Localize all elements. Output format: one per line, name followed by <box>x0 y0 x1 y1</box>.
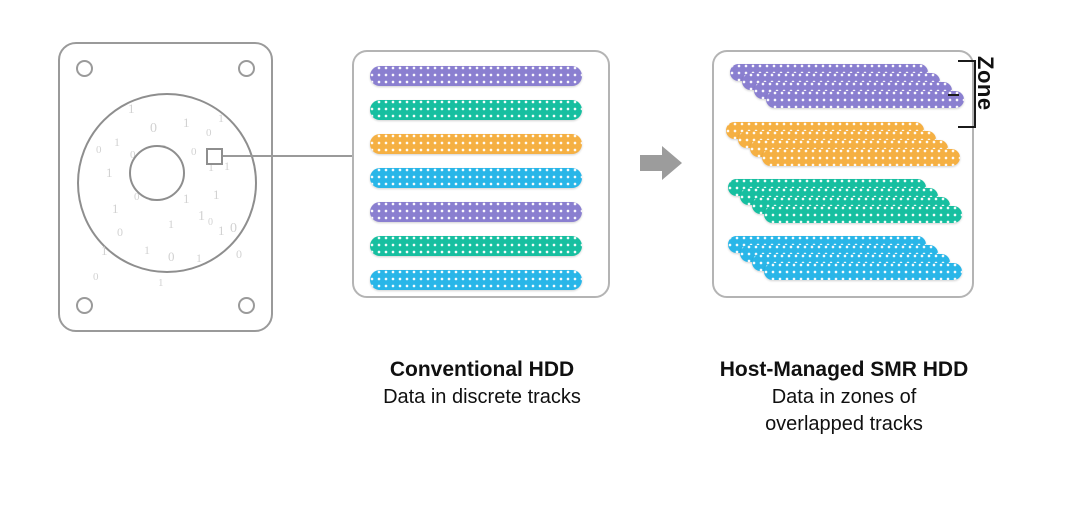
track-orange-1 <box>370 134 582 154</box>
zone-blue-track-4 <box>764 263 962 280</box>
track-teal-1 <box>370 100 582 120</box>
screw-hole-bottom-right <box>238 297 255 314</box>
track-blue-2 <box>370 270 582 290</box>
track-blue-1 <box>370 168 582 188</box>
zone-purple <box>714 52 972 296</box>
smr-hdd-panel <box>712 50 974 298</box>
zone-bracket <box>948 60 976 128</box>
caption-conventional: Conventional HDD Data in discrete tracks <box>332 356 632 411</box>
caption-smr-subtitle-line1: Data in zones of <box>771 386 917 409</box>
transition-arrow <box>640 146 682 180</box>
hard-disk-drive-illustration: 101101001001110011111100101101001 <box>58 42 273 332</box>
zone-bracket-tick <box>948 94 959 96</box>
zone-purple-track-4 <box>766 91 964 108</box>
track-teal-2 <box>370 236 582 256</box>
spindle-hub <box>129 145 185 201</box>
zone-orange-track-4 <box>762 149 960 166</box>
screw-hole-bottom-left <box>76 297 93 314</box>
track-zoom-region <box>206 148 223 165</box>
track-purple-1 <box>370 66 582 86</box>
caption-smr-subtitle-line2: overlapped tracks <box>765 413 923 436</box>
caption-smr: Host-Managed SMR HDD Data in zones of ov… <box>686 356 1002 438</box>
callout-leader-line <box>223 155 352 157</box>
zone-blue <box>714 52 972 296</box>
screw-hole-top-right <box>238 60 255 77</box>
zone-teal <box>714 52 972 296</box>
zone-orange <box>714 52 972 296</box>
zone-label: Zone <box>973 56 998 111</box>
conventional-hdd-panel <box>352 50 610 298</box>
caption-conventional-title: Conventional HDD <box>389 358 575 381</box>
caption-conventional-subtitle: Data in discrete tracks <box>383 386 581 409</box>
disk-platter <box>77 93 257 273</box>
track-purple-2 <box>370 202 582 222</box>
screw-hole-top-left <box>76 60 93 77</box>
caption-smr-title: Host-Managed SMR HDD <box>719 358 969 381</box>
zone-teal-track-4 <box>764 206 962 223</box>
